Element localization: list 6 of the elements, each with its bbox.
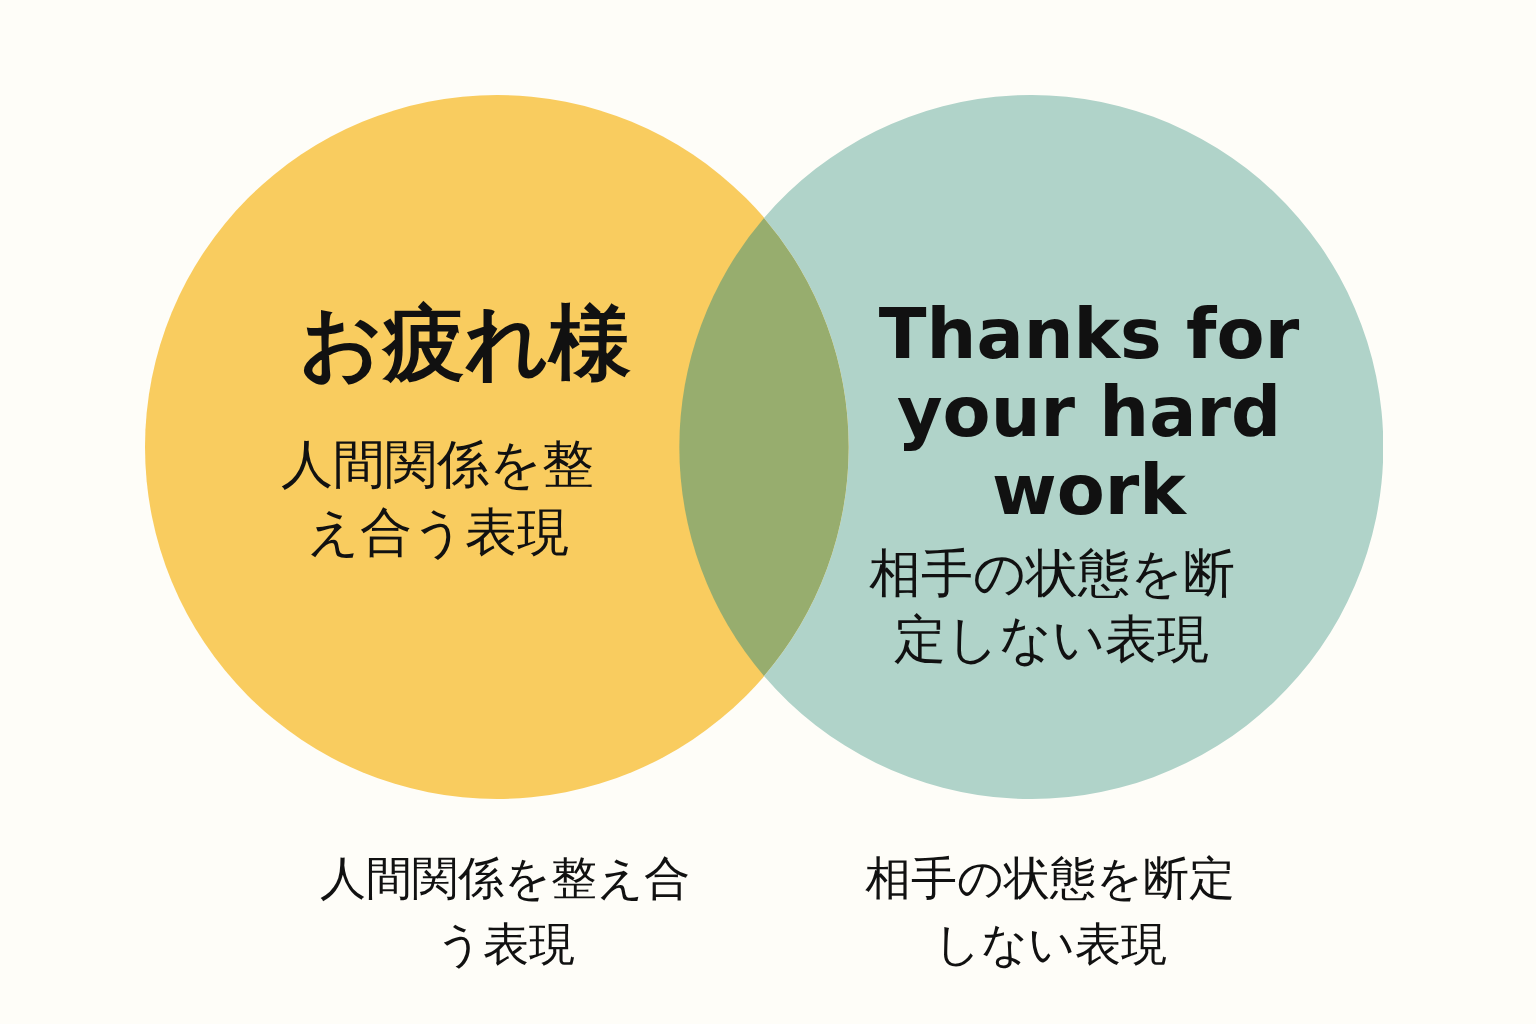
circle-description: 相手の状態を断定しない表現 [867,542,1236,671]
circle-title: Thanks for your hard work [877,295,1301,529]
caption-text: 人間関係を整え合う表現 [320,850,690,973]
caption-text: 相手の状態を断定しない表現 [864,850,1236,973]
circle-description: 人間関係を整え合う表現 [280,433,595,564]
circle-title: お疲れ様 [298,295,632,391]
